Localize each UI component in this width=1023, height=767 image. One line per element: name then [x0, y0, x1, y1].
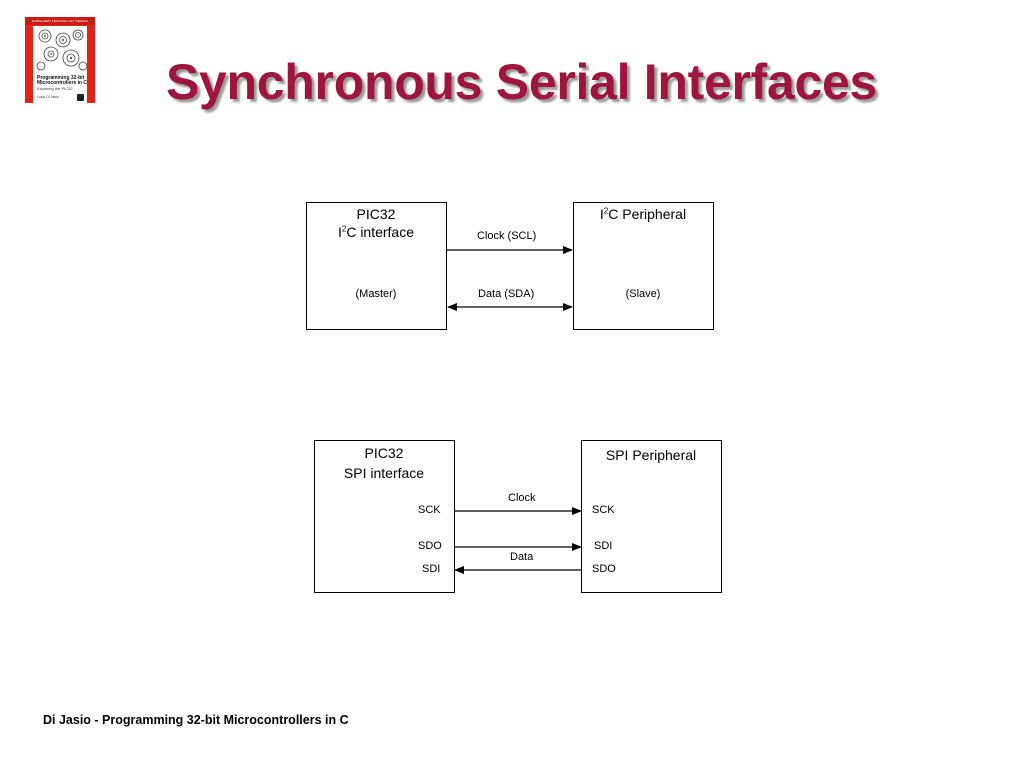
- i2c-clock-label: Clock (SCL): [477, 230, 537, 242]
- i2c-slave-role: (Slave): [625, 288, 661, 300]
- slide-title: Synchronous Serial Interfaces: [166, 54, 878, 110]
- i2c-slave-box: I2C Peripheral (Slave): [573, 202, 714, 330]
- spi-peripheral-pin-sdo: SDO: [592, 563, 616, 575]
- i2c-master-role: (Master): [355, 288, 397, 300]
- spi-peripheral-pin-sck: SCK: [592, 504, 615, 516]
- cover-title-line1: Programming 32-bit: [37, 75, 85, 81]
- spi-clock-label: Clock: [508, 492, 536, 504]
- cover-panel: Programming 32-bit Microcontrollers in C…: [33, 26, 87, 103]
- book-cover-image: EMBEDDED TECHNOLOGY SERIES Programming 3…: [25, 17, 95, 103]
- cover-art-graphic: [36, 29, 87, 71]
- cover-band: [25, 17, 95, 25]
- cover-series-text: EMBEDDED TECHNOLOGY SERIES: [32, 19, 88, 23]
- spi-master-pin-sdi: SDI: [422, 563, 441, 575]
- i2c-master-line1: PIC32: [356, 206, 396, 222]
- i2c-slave-line1: I2C Peripheral: [599, 206, 687, 222]
- i2c-data-label: Data (SDA): [478, 288, 535, 300]
- spi-peripheral-pin-sdi: SDI: [594, 540, 613, 552]
- i2c-master-line2: I2C interface: [337, 224, 415, 240]
- cover-subtitle: Exploring the PIC32: [37, 86, 73, 91]
- spi-peripheral-box: SPI Peripheral SCK SDI SDO: [581, 440, 722, 593]
- publisher-logo-icon: [77, 94, 84, 101]
- slide-footer: Di Jasio - Programming 32-bit Microcontr…: [43, 713, 349, 727]
- i2c-master-box: PIC32 I2C interface (Master): [306, 202, 447, 330]
- cover-title-line2: Microcontrollers in C: [37, 80, 88, 86]
- spi-master-pin-sdo: SDO: [418, 540, 442, 552]
- spi-peripheral-line1: SPI Peripheral: [605, 447, 697, 463]
- spi-master-pin-sck: SCK: [418, 504, 441, 516]
- spi-master-line1: PIC32: [364, 445, 404, 461]
- spi-master-line2: SPI interface: [343, 465, 425, 481]
- spi-master-box: PIC32 SPI interface SCK SDO SDI: [314, 440, 455, 593]
- spi-data-label: Data: [510, 551, 534, 563]
- cover-author: Lucio Di Jasio: [37, 95, 59, 99]
